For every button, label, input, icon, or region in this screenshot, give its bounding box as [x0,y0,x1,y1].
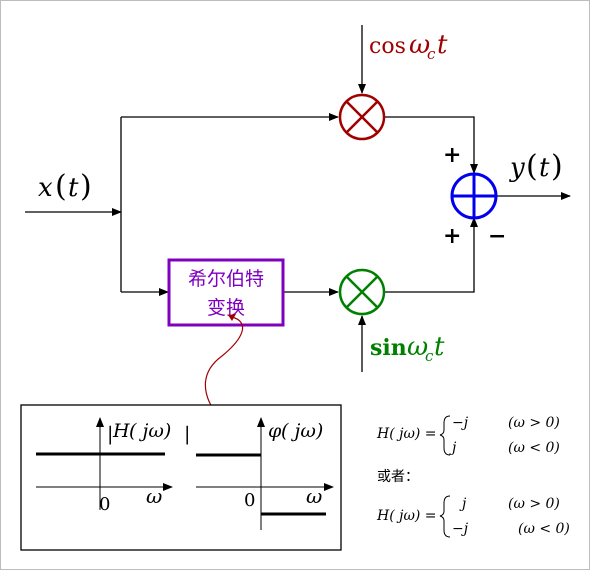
formula1-brace [439,415,451,456]
summer-sign-bottom: + [443,223,461,249]
input-t: t [68,173,79,203]
bottom-mult-out-line [385,217,478,293]
output-t: t [539,153,550,183]
sin-func: sin [370,335,407,361]
pointer-curve [204,316,244,421]
cos-t: t [437,30,448,60]
mag-label-H: H [112,420,130,442]
formula1-case1-val: −j [452,415,469,431]
top-multiplier-cross-b [346,101,378,133]
sin-sub: c [425,347,434,365]
mag-omega: ω [146,484,162,508]
input-label: x ( t ) [38,169,92,204]
input-paren-r: ) [80,169,92,204]
formula2-case2-cond: (ω < 0) [518,521,570,537]
top-multiplier [338,93,386,141]
formula2-case1-val: j [459,496,467,512]
cos-func: cos [369,34,406,59]
top-mult-out-line [385,116,478,174]
hilbert-box [167,258,285,327]
formula-first: H( jω) = −j (ω > 0) j (ω < 0) [376,415,560,456]
phase-omega: ω [306,484,322,508]
formula-second: H( jω) = j (ω > 0) −j (ω < 0) [376,495,570,538]
sin-omega: ω [407,332,428,362]
input-paren-l: ( [55,169,67,204]
phase-zero: 0 [244,490,255,511]
output-paren-r: ) [551,149,563,184]
cos-sub: c [427,45,436,63]
hilbert-label-line1: 希尔伯特 [188,268,264,290]
formula1-lhs: H( jω) = [376,426,437,442]
formula2-case1-cond: (ω > 0) [508,496,560,512]
formula1-case2-cond: (ω < 0) [508,440,560,456]
input-x: x [38,173,53,203]
summer-sign-top: + [443,142,461,168]
cos-omega: ω [409,30,430,60]
or-text: 或者： [377,469,419,485]
mag-label-bar-l: | [107,423,113,445]
mag-label-bar-r: | [184,423,190,445]
response-inset [20,404,342,551]
sin-t: t [434,332,445,362]
mag-label-arg: ( jω) [129,420,171,442]
cos-carrier-label: cos ω c t [369,30,448,63]
pointer-arrowhead [228,314,236,321]
phase-label-phi: φ [268,420,282,442]
formula2-lhs: H( jω) = [376,508,437,524]
mag-zero: 0 [99,494,110,515]
formula2-case2-val: −j [452,521,469,537]
signal-wires [25,25,571,372]
bottom-multiplier [338,268,386,316]
sin-carrier-label: sin ω c t [370,332,445,365]
formula2-brace [439,495,451,538]
summer [450,172,498,220]
output-label: y ( t ) [509,149,563,184]
phase-plot: φ ( jω) 0 ω [196,417,334,530]
summer-sign-right: − [488,223,506,249]
magnitude-plot: | H ( jω) | 0 ω [36,417,190,515]
output-paren-l: ( [526,149,538,184]
formula1-case1-cond: (ω > 0) [508,415,560,431]
bottom-multiplier-cross-b [346,276,378,308]
hilbert-label-line2: 变换 [207,297,245,319]
phase-label-arg: ( jω) [281,420,323,442]
output-y: y [509,153,525,183]
formula1-case2-val: j [449,440,457,456]
